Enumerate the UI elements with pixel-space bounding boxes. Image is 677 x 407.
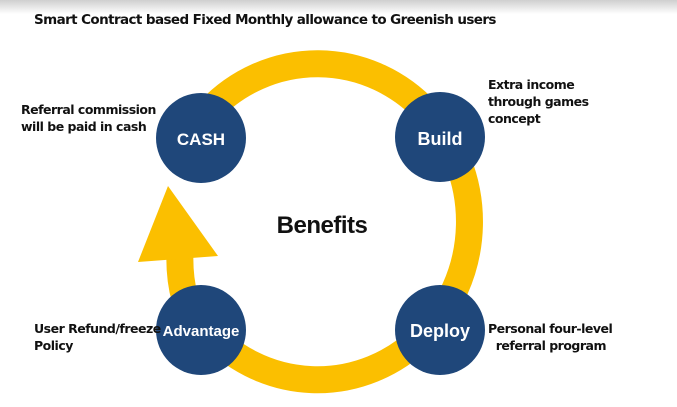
node-label-advantage: Advantage: [163, 323, 240, 340]
note-line: referral program: [495, 338, 607, 353]
note-advantage: User Refund/freeze Policy: [34, 320, 161, 354]
node-label-deploy: Deploy: [410, 321, 470, 341]
note-line: concept: [488, 111, 541, 126]
node-cash: CASH: [156, 93, 246, 183]
slide-title: Smart Contract based Fixed Monthly allow…: [34, 12, 496, 28]
note-line: User Refund/freeze: [34, 321, 161, 336]
node-advantage: Advantage: [156, 285, 246, 375]
note-line: Personal four-level: [488, 321, 613, 336]
node-deploy: Deploy: [395, 285, 485, 375]
top-fade-bar: [0, 0, 677, 14]
note-line: will be paid in cash: [21, 119, 147, 134]
note-line: Policy: [34, 338, 73, 353]
note-line: through games: [488, 94, 589, 109]
cycle-arrow-head: [138, 186, 218, 262]
note-line: Referral commission: [21, 102, 156, 117]
note-cash: Referral commission will be paid in cash: [21, 101, 156, 135]
node-label-cash: CASH: [177, 130, 225, 149]
center-label: Benefits: [276, 212, 368, 239]
note-build: Extra income through games concept: [488, 76, 589, 127]
node-label-build: Build: [418, 129, 463, 149]
cycle-ring-arc: [194, 50, 483, 394]
node-build: Build: [395, 92, 485, 182]
note-deploy: Personal four-level referral program: [488, 320, 613, 354]
note-line: Extra income: [488, 77, 575, 92]
